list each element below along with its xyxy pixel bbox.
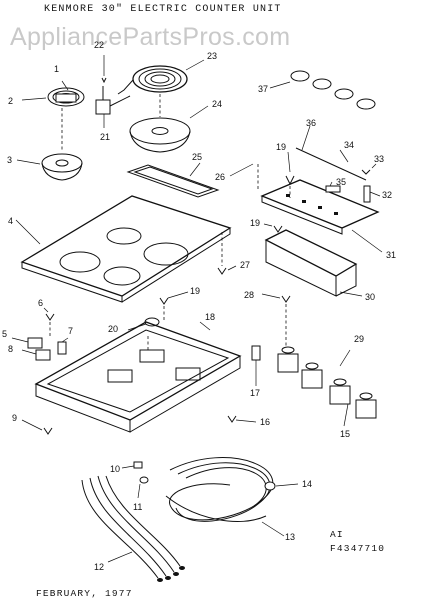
callout-16: 16 bbox=[260, 417, 270, 427]
part-35-clip bbox=[325, 181, 341, 193]
callout-17: 17 bbox=[250, 388, 260, 398]
part-29-switch-knob-shafts bbox=[281, 346, 373, 400]
callout-20: 20 bbox=[108, 324, 118, 334]
part-34-panel-rod bbox=[295, 147, 367, 181]
part-14-grommet bbox=[264, 481, 299, 491]
callout-11: 11 bbox=[133, 502, 142, 512]
callout-22: 22 bbox=[94, 40, 104, 50]
callout-35: 35 bbox=[336, 177, 346, 187]
part-25-trim-strip bbox=[126, 162, 220, 198]
part-23-surface-element-large bbox=[117, 59, 205, 95]
part-10-clip bbox=[121, 461, 143, 469]
part-22-terminal-screw bbox=[101, 55, 107, 84]
part-16-screw bbox=[227, 415, 257, 423]
diagram-title: KENMORE 30" ELECTRIC COUNTER UNIT bbox=[44, 3, 282, 15]
callout-28: 28 bbox=[244, 290, 254, 300]
part-12-power-cord bbox=[81, 475, 185, 582]
callout-labels: 1 2 3 4 5 6 7 8 9 10 11 12 13 14 15 16 1… bbox=[2, 40, 396, 572]
callout-12: 12 bbox=[94, 562, 104, 572]
part-1-surface-element-small bbox=[47, 80, 85, 107]
footer-date: FEBRUARY, 1977 bbox=[36, 588, 133, 599]
callout-14: 14 bbox=[302, 479, 312, 489]
part-7-bracket bbox=[57, 337, 69, 355]
callout-24: 24 bbox=[212, 99, 222, 109]
callout-7: 7 bbox=[68, 326, 73, 336]
drawing-ref-line2: F4347710 bbox=[330, 543, 385, 554]
part-37-control-knobs bbox=[269, 70, 376, 110]
part-33-screw bbox=[361, 163, 377, 175]
part-26-leader bbox=[229, 163, 254, 177]
callout-4: 4 bbox=[8, 216, 13, 226]
part-2-element-connector bbox=[21, 97, 47, 101]
part-8-bracket bbox=[21, 349, 51, 361]
callout-5: 5 bbox=[2, 329, 7, 339]
callout-30: 30 bbox=[365, 292, 375, 302]
callout-13: 13 bbox=[285, 532, 295, 542]
callout-3: 3 bbox=[7, 155, 12, 165]
callout-19-b: 19 bbox=[276, 142, 286, 152]
part-4-cooktop bbox=[15, 195, 232, 303]
part-3-drip-pan bbox=[16, 108, 83, 181]
part-18-burner-box bbox=[34, 321, 242, 433]
callout-27: 27 bbox=[240, 260, 250, 270]
callout-36: 36 bbox=[306, 118, 316, 128]
part-30-mounting-bracket bbox=[264, 229, 363, 297]
part-19-screw-upper bbox=[285, 151, 295, 198]
part-19-screw-lower bbox=[159, 291, 189, 320]
callout-2: 2 bbox=[8, 96, 13, 106]
part-32-bracket bbox=[363, 185, 381, 203]
callout-9: 9 bbox=[12, 413, 17, 423]
callout-19-a: 19 bbox=[190, 286, 200, 296]
watermark-text: AppliancePartsPros.com bbox=[10, 23, 290, 51]
callout-15: 15 bbox=[340, 429, 350, 439]
callout-29: 29 bbox=[354, 334, 364, 344]
callout-10: 10 bbox=[110, 464, 120, 474]
part-28-screw bbox=[261, 293, 291, 346]
callout-21: 21 bbox=[100, 132, 110, 142]
callout-33: 33 bbox=[374, 154, 384, 164]
part-27-screw bbox=[217, 232, 237, 275]
part-24-drip-pan-large bbox=[129, 94, 209, 153]
callout-32: 32 bbox=[382, 190, 392, 200]
drawing-ref-line1: AI bbox=[330, 529, 344, 540]
part-11-clamp bbox=[137, 476, 149, 499]
callout-6: 6 bbox=[38, 298, 43, 308]
callout-26: 26 bbox=[215, 172, 225, 182]
part-17-bracket bbox=[251, 345, 261, 386]
callout-8: 8 bbox=[8, 344, 13, 354]
callout-18: 18 bbox=[205, 312, 215, 322]
part-15-infinite-switches bbox=[277, 353, 377, 427]
callout-34: 34 bbox=[344, 140, 354, 150]
callout-37: 37 bbox=[258, 84, 268, 94]
part-5-leveler bbox=[11, 337, 43, 349]
callout-23: 23 bbox=[207, 51, 217, 61]
part-36-wire bbox=[301, 125, 311, 151]
part-19-screw-middle bbox=[263, 223, 283, 233]
callout-31: 31 bbox=[386, 250, 396, 260]
part-21-terminal-block bbox=[95, 86, 131, 128]
part-6-screw bbox=[43, 307, 55, 336]
part-31-control-panel bbox=[260, 179, 383, 253]
part-13-wiring-harness bbox=[165, 457, 285, 537]
callout-1: 1 bbox=[54, 64, 59, 74]
callout-19-c: 19 bbox=[250, 218, 260, 228]
part-9-screw bbox=[21, 419, 53, 435]
callout-25: 25 bbox=[192, 152, 202, 162]
